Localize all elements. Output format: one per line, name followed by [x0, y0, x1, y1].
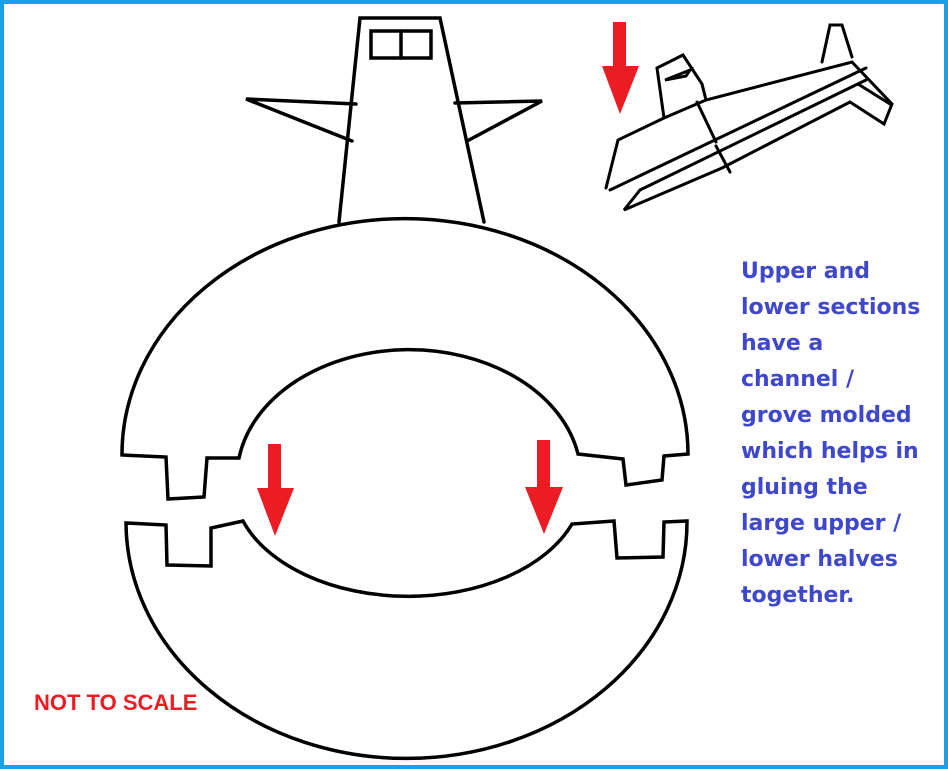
small-submarine-arrow	[602, 22, 639, 114]
join-arrow-left	[257, 444, 294, 536]
upper-hull-section	[120, 216, 690, 501]
not-to-scale-label: NOT TO SCALE	[34, 690, 198, 715]
right-sail-plane	[453, 99, 543, 142]
join-arrow-right	[525, 440, 563, 534]
small-submarine-illustration	[604, 23, 894, 212]
lower-hull-section	[124, 519, 689, 761]
left-sail-plane	[245, 97, 358, 143]
sail-tower	[245, 16, 543, 224]
annotation-text: Upper and lower sections have a channel …	[741, 259, 921, 608]
